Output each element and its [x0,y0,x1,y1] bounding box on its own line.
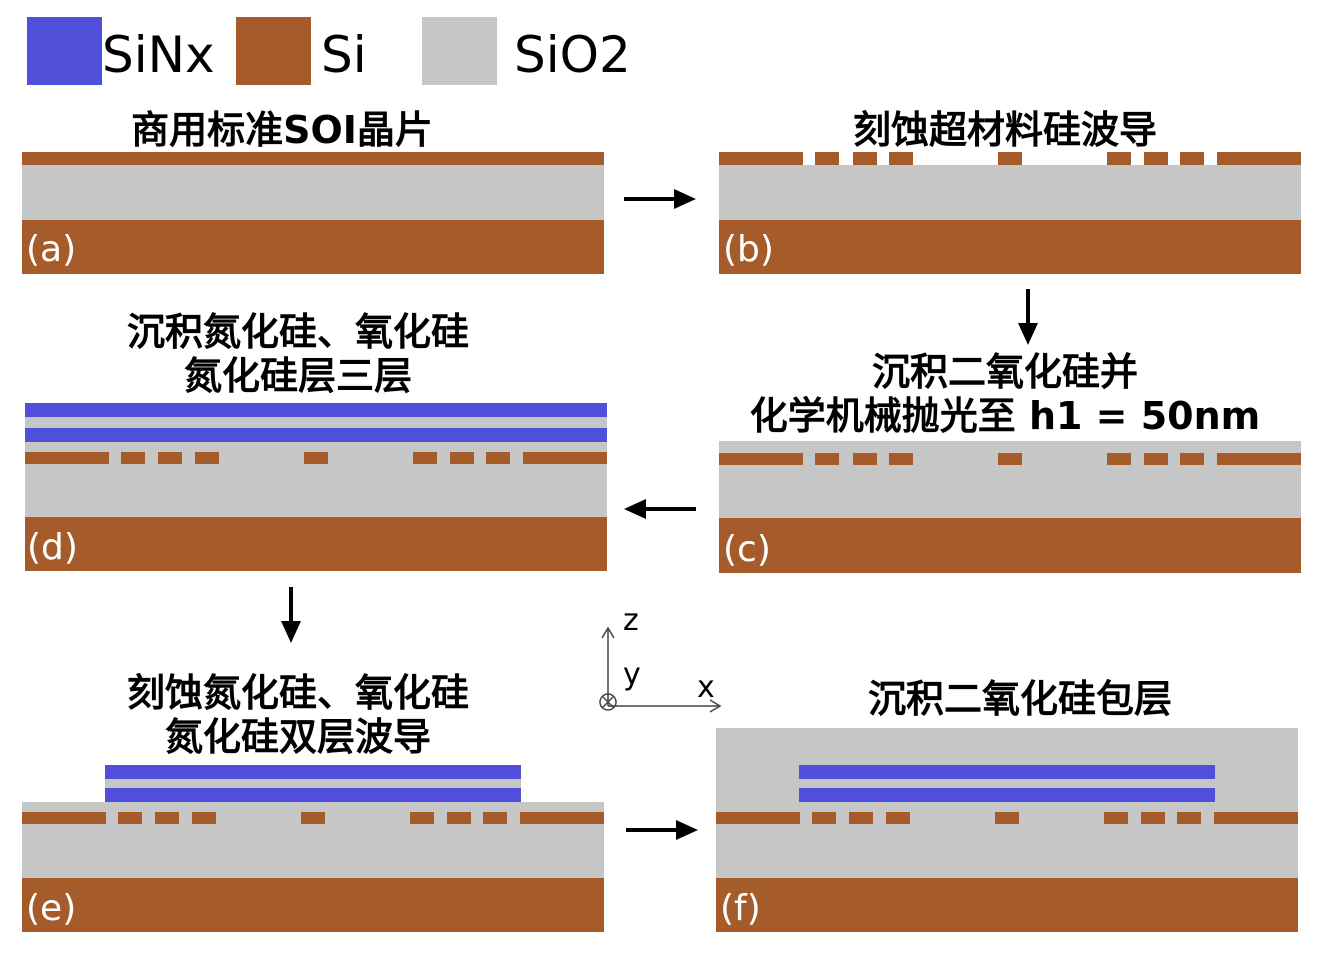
arrow-icon [1018,289,1038,345]
step-d-title-line2: 氮化硅层三层 [183,354,412,398]
si-segment [1107,152,1131,165]
si-substrate [719,220,1301,274]
si-segment [815,152,839,165]
sinx-bottom-waveguide [105,788,521,802]
sio2-spacer-layer [25,417,607,428]
step-b-title: 刻蚀超材料硅波导 [852,108,1157,152]
legend-swatch-sio2 [422,17,497,85]
sinx-top-waveguide [105,765,521,779]
si-segment [1104,812,1128,824]
si-segment [998,453,1022,465]
sinx-bottom-layer [25,428,607,442]
si-segment [853,152,877,165]
si-segment [1141,812,1165,824]
panel-b: (b) [719,152,1301,274]
panel-d: (d) [25,403,607,571]
panel-label-e: (e) [26,888,77,929]
sinx-top-waveguide [799,765,1215,779]
si-substrate [719,518,1301,573]
si-segment [301,812,325,824]
si-segment [447,812,471,824]
legend-label-sio2: SiO2 [514,26,631,84]
si-segment [118,812,142,824]
sinx-bottom-waveguide [799,788,1215,802]
step-f-title: 沉积二氧化硅包层 [867,677,1172,721]
panel-c: (c) [719,441,1301,573]
si-segment [413,452,437,464]
sio2-spacer-waveguide [105,779,521,788]
si-segment [886,812,910,824]
si-substrate [716,878,1298,932]
sio2-box-layer [719,165,1301,220]
si-segment [812,812,836,824]
sio2-box-layer [22,165,604,220]
axis-label-x: x [697,670,715,705]
sio2-cladding [716,728,1298,878]
panel-label-f: (f) [720,888,761,929]
si-segment [998,152,1022,165]
si-segment [195,452,219,464]
si-segment [486,452,510,464]
si-segment [1180,152,1204,165]
step-c-title-line2: 化学机械抛光至 h1 = 50nm [749,394,1261,438]
si-segment [450,452,474,464]
step-c-title-line1: 沉积二氧化硅并 [871,350,1138,394]
si-segment [1177,812,1201,824]
legend-label-sinx: SiNx [102,26,215,84]
si-device-layer [22,152,604,165]
panel-label-c: (c) [723,529,771,570]
si-segment [1180,453,1204,465]
si-segment [158,452,182,464]
panel-f: (f) [716,728,1298,932]
panel-e: (e) [22,765,604,932]
axis-label-y: y [623,657,641,692]
si-segment [1107,453,1131,465]
si-segment [483,812,507,824]
si-segment [889,453,913,465]
sinx-top-layer [25,403,607,417]
legend-label-si: Si [321,26,367,84]
si-segment [1217,453,1301,465]
step-d-title-line1: 沉积氮化硅、氧化硅 [126,310,469,354]
panel-label-d: (d) [27,527,78,568]
panel-label-a: (a) [26,229,77,270]
si-segment [853,453,877,465]
panel-label-b: (b) [723,229,774,270]
si-substrate [22,878,604,932]
si-segment [719,453,803,465]
arrow-icon [281,587,301,643]
si-substrate [25,517,607,571]
si-segment [889,152,913,165]
axis-label-z: z [623,603,639,638]
arrow-icon [626,820,698,840]
si-segment [192,812,216,824]
si-segment [719,152,803,165]
si-segment [155,812,179,824]
step-a-title: 商用标准SOI晶片 [131,108,433,152]
legend-swatch-sinx [27,17,102,85]
coordinate-axes-icon [599,626,722,713]
arrow-icon [624,499,696,519]
si-segment [1144,152,1168,165]
step-e-title-line2: 氮化硅双层波导 [164,715,431,759]
si-segment [1214,812,1298,824]
step-e-title-line1: 刻蚀氮化硅、氧化硅 [126,671,469,715]
si-segment [121,452,145,464]
si-segment [410,812,434,824]
si-segment [304,452,328,464]
si-segment [520,812,604,824]
si-segment [716,812,800,824]
si-segment [22,812,106,824]
si-segment [849,812,873,824]
si-segment [25,452,109,464]
si-segment [815,453,839,465]
si-segment [1217,152,1301,165]
legend-swatch-si [236,17,311,85]
si-substrate [22,220,604,274]
si-segment [1144,453,1168,465]
si-segment [995,812,1019,824]
panel-a: (a) [22,152,604,274]
arrow-icon [624,189,696,209]
si-segment [523,452,607,464]
